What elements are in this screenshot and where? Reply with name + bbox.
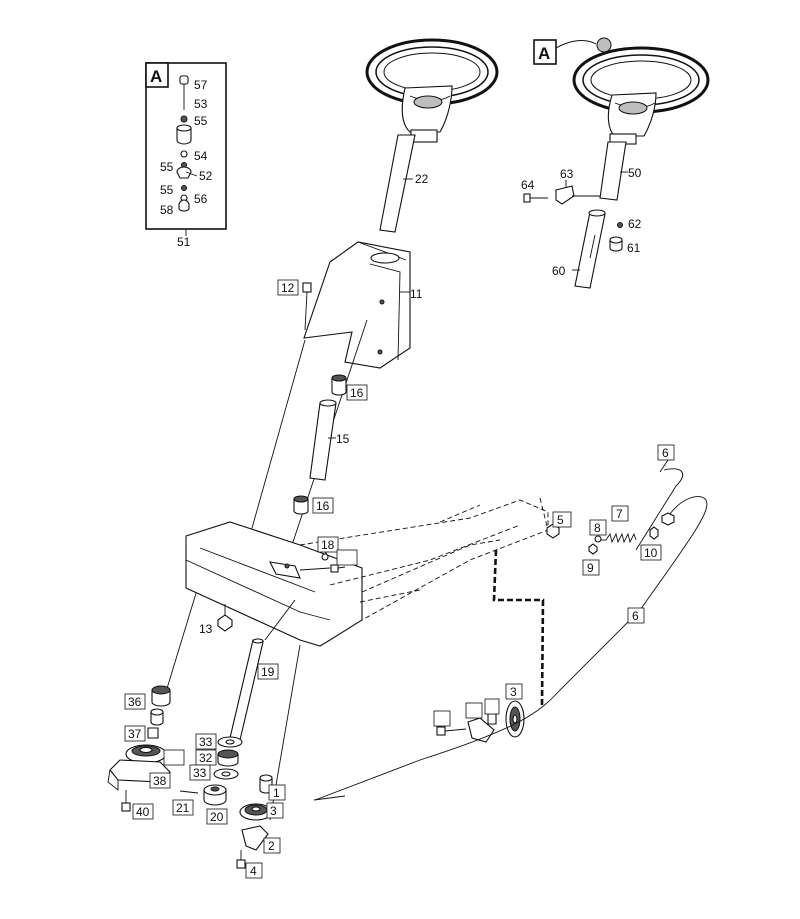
callout-33: 33 xyxy=(199,735,213,749)
callout-2: 2 xyxy=(268,839,275,853)
steering-column-22: 22 xyxy=(379,134,429,233)
inset-letter: A xyxy=(150,67,162,86)
right-pulley-assembly: 4 2 1 3 xyxy=(433,683,525,743)
callout-55: 55 xyxy=(160,183,174,197)
callout-58: 58 xyxy=(160,203,174,217)
callout-54: 54 xyxy=(194,149,208,163)
callout-5: 5 xyxy=(557,513,564,527)
callout-7: 7 xyxy=(616,507,623,521)
callout-64: 64 xyxy=(521,178,535,192)
steering-wheel-left xyxy=(365,38,499,143)
callout-11: 11 xyxy=(410,287,423,301)
bushing-16-upper: 16 xyxy=(331,374,368,401)
callout-1: 1 xyxy=(273,786,280,800)
callout-9: 9 xyxy=(587,561,594,575)
detail-a-reference: A xyxy=(538,44,550,63)
callout-20: 20 xyxy=(210,810,224,824)
callout-8: 8 xyxy=(594,521,601,535)
callout-38: 38 xyxy=(153,774,167,788)
callout-21: 21 xyxy=(176,801,190,815)
callout-55: 55 xyxy=(194,114,208,128)
callout-32: 32 xyxy=(199,751,213,765)
bushing-16-lower: 16 xyxy=(293,495,334,515)
inset-detail-a: A 57 53 55 54 55 52 55 56 58 51 xyxy=(145,62,227,249)
callout-16: 16 xyxy=(350,386,364,400)
callout-13: 13 xyxy=(199,622,213,636)
steering-wheel-right: A xyxy=(533,37,710,145)
callout-19: 19 xyxy=(261,665,275,679)
callout-6: 6 xyxy=(662,446,669,460)
callout-52: 52 xyxy=(199,169,213,183)
callout-53: 53 xyxy=(194,97,208,111)
steering-bracket-11: 11 12 xyxy=(277,241,423,369)
lower-pulley-assembly: 1 3 2 4 xyxy=(236,774,286,879)
callout-56: 56 xyxy=(194,192,208,206)
callout-18: 18 xyxy=(321,538,335,552)
callout-40: 40 xyxy=(136,805,150,819)
callout-6: 6 xyxy=(632,609,639,623)
callout-33: 33 xyxy=(193,766,207,780)
callout-12: 12 xyxy=(281,281,295,295)
callout-55: 55 xyxy=(160,160,174,174)
middle-stack: 33 32 33 20 21 xyxy=(172,733,243,825)
callout-60: 60 xyxy=(552,264,566,278)
left-pulley-stack: 36 37 39 38 40 xyxy=(107,685,185,820)
callout-22: 22 xyxy=(415,172,429,186)
callout-63: 63 xyxy=(560,167,574,181)
callout-10: 10 xyxy=(644,546,658,560)
nut-13: 13 xyxy=(199,604,233,636)
callout-61: 61 xyxy=(627,241,641,255)
inset-assembly-number: 51 xyxy=(177,235,191,249)
callout-3: 3 xyxy=(270,804,277,818)
control-cables: 6 6 7 8 9 10 xyxy=(313,444,708,801)
callout-15: 15 xyxy=(336,432,350,446)
shaft-19: 19 xyxy=(229,638,279,741)
frame-dashed xyxy=(185,497,549,647)
callout-16: 16 xyxy=(316,499,330,513)
callout-4: 4 xyxy=(250,864,257,878)
callout-3: 3 xyxy=(510,685,517,699)
screw-17-washer-18: 18 17 xyxy=(299,536,358,573)
callout-57: 57 xyxy=(194,78,208,92)
steering-shaft-50: 50 60 63 64 62 61 xyxy=(521,141,642,289)
tube-15: 15 xyxy=(309,399,350,481)
callout-36: 36 xyxy=(128,695,142,709)
frame-bolt-5: 5 xyxy=(546,511,572,539)
callout-50: 50 xyxy=(628,166,642,180)
callout-62: 62 xyxy=(628,217,642,231)
callout-37: 37 xyxy=(128,727,142,741)
